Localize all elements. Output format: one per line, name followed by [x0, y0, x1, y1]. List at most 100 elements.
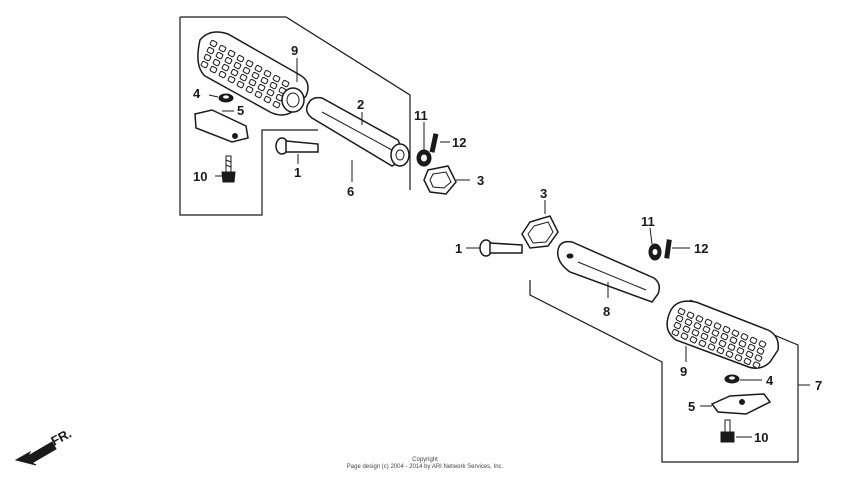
tread-cell [738, 340, 747, 348]
tread-cell [245, 60, 254, 68]
upper-assembly: 9 4 5 2 11 12 1 6 3 10 [179, 16, 484, 216]
lower-label-1: 1 [455, 241, 462, 256]
copyright-line-2: Page design (c) 2004 - 2014 by ARI Netwo… [347, 464, 504, 470]
upper-washer-plate [423, 165, 457, 195]
tread-cell [716, 347, 725, 355]
lower-cotter-pin [664, 239, 672, 259]
tread-cell [713, 322, 722, 330]
tread-cell [749, 336, 758, 345]
lower-footpeg-body [557, 240, 661, 303]
tread-cell [702, 325, 711, 334]
tread-cell [257, 84, 266, 92]
tread-cell [707, 343, 716, 351]
upper-pin [275, 137, 319, 155]
tread-cell [233, 62, 242, 70]
lower-label-12: 12 [694, 241, 708, 256]
lower-pin [479, 239, 523, 257]
tread-cell [740, 333, 749, 341]
lower-label-9: 9 [680, 364, 687, 379]
lower-bracket [529, 280, 799, 463]
tread-cell [684, 318, 693, 326]
tread-cell [675, 315, 684, 323]
tread-cell [725, 350, 734, 358]
tread-cell [221, 64, 230, 72]
tread-cell [242, 67, 251, 75]
tread-cell [709, 336, 718, 344]
tread-cell [698, 339, 707, 348]
tread-cell [281, 80, 290, 88]
tread-cell [689, 336, 698, 344]
copyright-line-1: Copyright [412, 457, 438, 463]
tread-cell [686, 311, 695, 319]
upper-label-10: 10 [193, 169, 207, 184]
tread-cell [758, 340, 767, 348]
tread-cell [260, 77, 269, 85]
lower-label-8: 8 [603, 304, 610, 319]
tread-cell [729, 336, 738, 344]
lower-label-10: 10 [754, 430, 768, 445]
tread-cell [230, 69, 239, 77]
tread-cell [734, 354, 743, 362]
tread-cell [209, 40, 218, 48]
tread-cell [218, 45, 227, 53]
tread-cell [239, 74, 248, 82]
tread-cell [720, 333, 729, 341]
tread-cell [266, 89, 275, 97]
tread-cell [693, 322, 702, 330]
tread-cell [718, 340, 727, 348]
tread-cell [673, 322, 682, 330]
tread-cell [747, 343, 756, 352]
tread-cell [680, 332, 689, 340]
tread-cell [224, 57, 233, 65]
tread-cell [711, 329, 720, 337]
lower-assembly: 3 11 12 1 8 9 4 7 5 10 [455, 186, 822, 463]
lower-footpeg-rubber [666, 300, 780, 369]
tread-cell [248, 79, 257, 87]
upper-label-6: 6 [347, 184, 354, 199]
tread-cell [671, 329, 680, 337]
lower-washer-plate [521, 215, 559, 249]
tread-cell [682, 325, 691, 333]
upper-label-12: 12 [452, 135, 466, 150]
tread-cell [209, 66, 218, 74]
lower-label-11: 11 [641, 214, 655, 229]
tread-cell [206, 47, 215, 55]
front-direction-indicator: FR. [14, 426, 74, 466]
lower-label-3: 3 [540, 186, 547, 201]
upper-nut-hole [223, 95, 229, 99]
tread-cell [272, 101, 281, 109]
upper-label-9: 9 [291, 43, 298, 58]
tread-cell [743, 357, 752, 366]
lower-label-5: 5 [688, 399, 695, 414]
tread-cell [722, 326, 731, 334]
upper-footpeg-body [305, 96, 410, 167]
tread-cell [236, 81, 245, 89]
tread-cell [203, 54, 212, 62]
upper-label-4: 4 [193, 86, 201, 101]
tread-cell [736, 347, 745, 355]
upper-label-1: 1 [294, 165, 301, 180]
tread-cell [218, 71, 227, 79]
tread-cell [236, 55, 245, 63]
tread-cell [215, 52, 224, 60]
tread-cell [691, 329, 700, 337]
tread-cell [754, 354, 763, 362]
tread-cell [254, 91, 263, 99]
upper-cotter-pin [429, 133, 439, 153]
tread-cell [731, 329, 740, 337]
tread-cell [677, 308, 686, 316]
tread-cell [700, 332, 709, 341]
tread-cell [254, 65, 263, 73]
tread-cell [227, 50, 236, 58]
lower-label-7: 7 [815, 378, 822, 393]
tread-cell [212, 59, 221, 67]
upper-label-11: 11 [414, 108, 428, 123]
upper-label-2: 2 [357, 97, 364, 112]
tread-cell [200, 61, 209, 69]
upper-bracket-left [179, 17, 318, 216]
tread-cell [752, 361, 761, 369]
front-arrow-icon [14, 441, 57, 466]
tread-cell [745, 350, 754, 359]
